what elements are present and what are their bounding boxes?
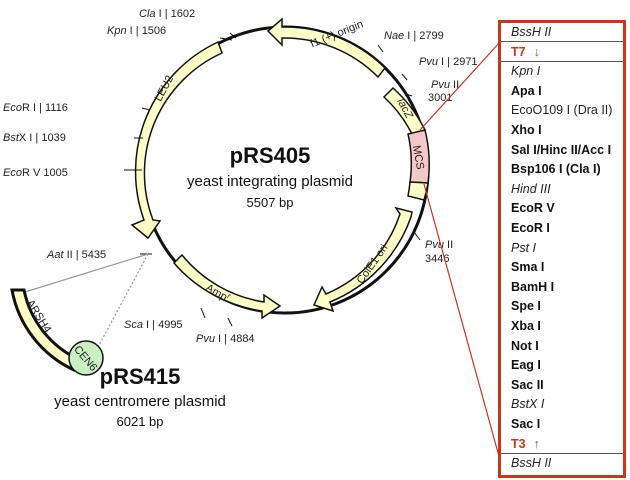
mcs-site-20: Sac I — [501, 415, 623, 434]
mcs-site-label: Eag I — [511, 358, 541, 373]
mcs-site-8: Hind III — [501, 180, 623, 199]
mcs-site-panel: BssH II T7 ↓ Kpn I Apa I EcoO109 I (Dra II) Xh… — [498, 20, 626, 478]
arrow-down-icon: ↓ — [533, 44, 540, 59]
site-ecor1: EcoR I | 1116 — [3, 102, 68, 114]
mcs-site-0: BssH II — [501, 23, 623, 42]
site-pvu2-right: Pvu II — [425, 239, 453, 251]
mcs-site-label: EcoR V — [511, 201, 555, 216]
mcs-site-label: Sal I/Hinc II/Acc I — [511, 142, 612, 157]
mcs-site-label: Xho I — [511, 123, 542, 137]
mcs-site-label: Sac II — [511, 377, 544, 392]
main-plasmid-name: pRS405 — [230, 143, 311, 168]
mcs-site-22: BssH II — [501, 454, 623, 473]
mcs-connector-bottom — [423, 183, 501, 461]
mcs-connector-top — [419, 41, 501, 131]
lacz-tail-feature — [407, 181, 429, 201]
site-aat: Aat II | 5435 — [46, 249, 106, 261]
mcs-site-5: Xho I — [501, 121, 623, 140]
amp-feature — [172, 253, 282, 320]
mcs-site-label: Kpn I — [511, 64, 541, 79]
mcs-site-6: Sal I/Hinc II/Acc I — [501, 141, 623, 160]
site-pvu1-top: Pvu I | 2971 — [419, 56, 478, 68]
mcs-site-label: Bsp106 I (Cla I) — [511, 162, 601, 177]
mcs-site-15: Xba I — [501, 317, 623, 336]
mcs-site-4: EcoO109 I (Dra II) — [501, 101, 623, 120]
mcs-site-18: Sac II — [501, 376, 623, 395]
mcs-site-17: Eag I — [501, 356, 623, 375]
mcs-site-label: EcoO109 I (Dra II) — [511, 103, 613, 118]
site-pvu1-bottom: Pvu I | 4884 — [196, 333, 255, 345]
site-sca: Sca I | 4995 — [124, 319, 183, 331]
main-plasmid-size: 5507 bp — [247, 195, 294, 210]
alt-plasmid-name: pRS415 — [100, 364, 181, 389]
alt-plasmid-size: 6021 bp — [117, 414, 164, 429]
mcs-site-3: Apa I — [501, 82, 623, 101]
site-nae: Nae I | 2799 — [384, 30, 444, 42]
mcs-site-label: Pst I — [511, 240, 537, 255]
mcs-site-label: Sac I — [511, 417, 541, 431]
mcs-site-16: Not I — [501, 337, 623, 356]
mcs-site-label: Hind III — [511, 181, 551, 196]
mcs-site-label: BssH II — [511, 25, 552, 39]
leu2-feature — [130, 40, 223, 240]
mcs-site-9: EcoR V — [501, 199, 623, 218]
f1-origin-feature — [266, 17, 387, 79]
mcs-site-14: Spe I — [501, 297, 623, 316]
mcs-site-label: EcoR I — [511, 221, 550, 235]
mcs-site-label: Sma I — [511, 260, 545, 275]
insert-guide-top — [24, 253, 149, 293]
site-ticks — [124, 32, 421, 327]
mcs-site-label: T7 — [511, 44, 526, 59]
insert-guide-bottom — [89, 253, 149, 363]
alt-plasmid-description: yeast centromere plasmid — [54, 393, 226, 410]
cole1-ori-feature — [312, 206, 413, 313]
mcs-site-13: BamH I — [501, 278, 623, 297]
cen6-feature — [68, 340, 104, 376]
mcs-site-19: BstX I — [501, 395, 623, 414]
mcs-site-2: Kpn I — [501, 62, 623, 81]
site-cla: Cla I | 1602 — [139, 8, 195, 20]
main-plasmid-description: yeast integrating plasmid — [187, 173, 353, 190]
mcs-site-label: BssH II — [511, 456, 552, 471]
mcs-site-10: EcoR I — [501, 219, 623, 238]
mcs-site-7: Bsp106 I (Cla I) — [501, 160, 623, 179]
mcs-site-label: BamH I — [511, 279, 555, 294]
mcs-site-label: Spe I — [511, 299, 541, 314]
mcs-site-label: Not I — [511, 338, 539, 353]
arrow-up-icon: ↑ — [533, 436, 540, 451]
mcs-site-label: Apa I — [511, 83, 542, 98]
mcs-site-21: T3 ↑ — [501, 435, 623, 454]
mcs-site-label: Xba I — [511, 319, 541, 333]
mcs-site-label: BstX I — [511, 397, 545, 412]
site-pvu2-top: Pvu II — [431, 79, 459, 91]
site-ecorv: EcoR V 1005 — [3, 167, 68, 179]
cole1-label: ColE1 ori — [355, 242, 391, 286]
mcs-site-label: T3 — [511, 436, 526, 451]
mcs-label: MCS — [410, 144, 426, 170]
site-bstx: BstX I | 1039 — [3, 132, 66, 144]
mcs-site-1: T7 ↓ — [501, 43, 623, 62]
mcs-site-12: Sma I — [501, 258, 623, 277]
mcs-site-11: Pst I — [501, 239, 623, 258]
site-kpn: Kpn I | 1506 — [107, 25, 166, 37]
